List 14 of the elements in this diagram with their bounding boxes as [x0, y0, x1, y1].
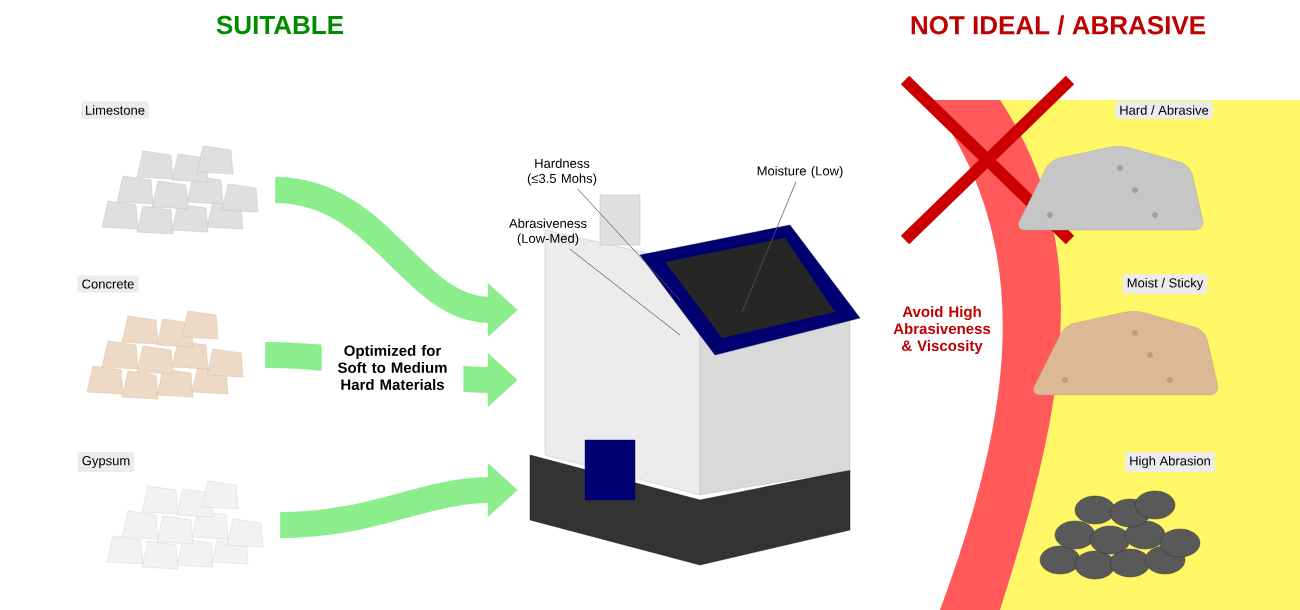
leader-line — [741, 181, 797, 313]
heading: SUITABLE — [216, 15, 344, 35]
leader-line — [577, 188, 681, 301]
material-label: Concrete — [77, 275, 139, 293]
callout-text: Hardness (≤3.5 Mohs) — [527, 158, 597, 186]
material-label: Limestone — [81, 101, 149, 119]
callout-text: Abrasiveness (Low-Med) — [509, 218, 587, 246]
heading: NOT IDEAL / ABRASIVE — [911, 15, 1206, 35]
warning-text: Avoid High Abrasiveness & Viscosity — [893, 306, 991, 354]
callout-text: Moisture (Low) — [757, 165, 843, 179]
material-label: Hard / Abrasive — [1115, 101, 1213, 119]
material-label: Gypsum — [77, 452, 135, 472]
material-label: High Abrasion — [1125, 451, 1215, 473]
leader-line — [569, 248, 681, 336]
